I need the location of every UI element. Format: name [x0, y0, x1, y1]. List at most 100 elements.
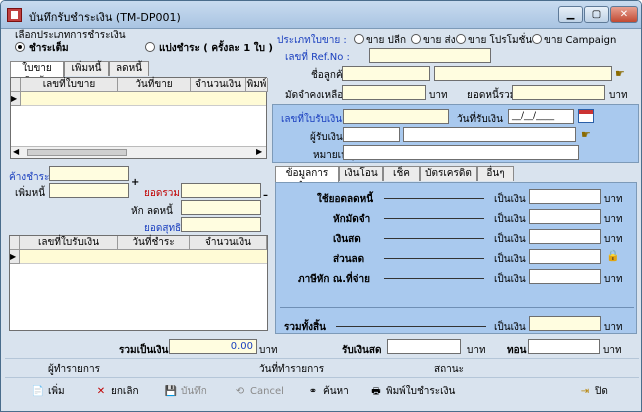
total-debt-input[interactable] [512, 85, 605, 100]
outstanding-input[interactable] [49, 166, 129, 181]
total-debt-unit: บาท [609, 90, 628, 101]
deposit-deduct-amount-input[interactable] [529, 209, 601, 224]
cash-amount-input[interactable] [529, 229, 601, 244]
total-label: ยอดรวม [144, 188, 180, 199]
ref-no-input[interactable] [369, 48, 491, 63]
scroll-right-icon[interactable]: ▶ [256, 147, 263, 156]
close-window-button[interactable]: ✕ [610, 6, 638, 23]
binoculars-icon: ⚭ [308, 386, 318, 397]
maximize-button[interactable]: ▢ [584, 6, 609, 23]
scroll-left-icon[interactable]: ◀ [13, 147, 20, 156]
sale-type-wholesale-label: ขาย ส่ง [423, 35, 456, 46]
discount-as-label: เป็นเงิน [494, 254, 526, 265]
grid-header-amount: จำนวนเงิน [190, 236, 267, 250]
deduct-debt-input[interactable] [181, 200, 261, 215]
horizontal-scrollbar[interactable]: ◀ ▶ [11, 146, 266, 158]
deposit-input[interactable] [342, 85, 426, 100]
discount-amount-input[interactable] [529, 249, 601, 264]
scrollbar-thumb[interactable] [27, 149, 127, 156]
note-input[interactable] [343, 145, 579, 160]
tab-reduce-debt[interactable]: ลดหนี้ [109, 61, 149, 76]
grid-header [10, 236, 20, 250]
receipt-no-label: เลขที่ใบรับเงิน [281, 114, 343, 125]
exit-door-icon: ⇥ [580, 386, 590, 397]
credit-note-amount-input[interactable] [529, 189, 601, 204]
tab-credit-card[interactable]: บัตรเครดิต [420, 166, 477, 181]
full-payment-radio[interactable] [15, 42, 25, 52]
grid-header-sale-date: วันที่ขาย [118, 78, 191, 92]
minimize-button[interactable]: ▁ [558, 6, 583, 23]
add-debt-input[interactable] [49, 183, 129, 198]
total-debt-label: ยอดหนี้รวม [467, 90, 517, 101]
cancel-edit-button[interactable]: ⟲Cancel [233, 382, 284, 402]
sale-type-campaign-label: ขาย Campaign [544, 35, 617, 46]
row-pointer-icon: ▶ [11, 92, 21, 106]
sale-type-wholesale-radio[interactable] [411, 34, 421, 44]
sum-value[interactable]: 0.00 [169, 339, 257, 354]
sum-label: รวมเป็นเงิน [119, 345, 169, 356]
tab-transfer[interactable]: เงินโอน [339, 166, 383, 181]
grand-total-input[interactable] [529, 316, 601, 331]
ref-no-label: เลขที่ Ref.No : [285, 52, 350, 63]
net-input[interactable] [181, 217, 261, 232]
transaction-date-label: วันที่ทำรายการ [259, 364, 325, 375]
deposit-deduct-as-label: เป็นเงิน [494, 214, 526, 225]
cancel-button[interactable]: ✕ยกเลิก [94, 382, 139, 402]
divider [384, 218, 484, 219]
payment-info-panel: ใช้ยอดลดหนี้ เป็นเงิน บาท หักมัดจำ เป็นเ… [275, 182, 637, 334]
sales-invoice-grid[interactable]: เลขที่ใบขาย วันที่ขาย จำนวนเงิน พิมพ์ ▶ … [10, 77, 268, 159]
receiver-name-input[interactable] [403, 127, 576, 142]
divider [384, 278, 484, 279]
lock-icon[interactable]: 🔒 [606, 249, 620, 262]
grand-total-unit: บาท [604, 322, 623, 333]
tab-cheque[interactable]: เช็ค [383, 166, 420, 181]
receiver-code-input[interactable] [343, 127, 400, 142]
exit-button[interactable]: ⇥ปิด [578, 382, 608, 402]
tab-sales-invoice[interactable]: ใบขายสินค้า [10, 61, 64, 87]
save-button[interactable]: 💾บันทึก [164, 382, 207, 402]
print-receipt-button-label: พิมพ์ใบชำระเงิน [386, 386, 456, 397]
minus-sign: – [263, 190, 268, 201]
receipt-date-input[interactable]: __/__/____ [508, 109, 574, 124]
status-bar [5, 358, 639, 375]
divider [384, 258, 484, 259]
withholding-tax-amount-input[interactable] [529, 269, 601, 284]
note-label: หมายเหตุ [313, 150, 355, 161]
partial-payment-label: แบ่งชำระ ( ครั้งละ 1 ใบ ) [159, 43, 273, 54]
receipt-panel: เลขที่ใบรับเงิน วันที่รับเงิน __/__/____… [272, 104, 639, 163]
calendar-icon[interactable] [578, 109, 594, 123]
tab-other[interactable]: อื่นๆ [477, 166, 514, 181]
credit-note-as-label: เป็นเงิน [494, 194, 526, 205]
cash-unit: บาท [604, 234, 623, 245]
total-input[interactable] [181, 183, 261, 198]
change-input[interactable] [528, 339, 600, 354]
cash-received-input[interactable] [387, 339, 461, 354]
customer-name-input[interactable] [434, 66, 612, 81]
add-button[interactable]: 📄เพิ่ม [31, 382, 65, 402]
search-button[interactable]: ⚭ค้นหา [306, 382, 349, 402]
deposit-deduct-unit: บาท [604, 214, 623, 225]
table-row[interactable] [20, 250, 267, 264]
window-title: บันทึกรับชำระเงิน (TM-DP001) [29, 11, 181, 24]
table-row[interactable] [21, 92, 266, 106]
grid-header-pay-date: วันที่ชำระ [118, 236, 190, 250]
sale-type-retail-radio[interactable] [354, 34, 364, 44]
customer-search-icon[interactable]: ☛ [615, 67, 625, 80]
tab-payment-info[interactable]: ข้อมูลการชำระ [275, 166, 339, 192]
sale-type-campaign-radio[interactable] [532, 34, 542, 44]
plus-sign: + [131, 177, 140, 188]
discount-label: ส่วนลด [333, 254, 365, 265]
print-receipt-button[interactable]: 🖶พิมพ์ใบชำระเงิน [369, 382, 455, 402]
receipt-no-input[interactable] [343, 109, 449, 124]
receiver-search-icon[interactable]: ☛ [581, 128, 591, 141]
sale-type-promotion-radio[interactable] [456, 34, 466, 44]
customer-code-input[interactable] [342, 66, 430, 81]
grid-header-print: พิมพ์ [246, 78, 268, 92]
partial-payment-radio[interactable] [145, 42, 155, 52]
sum-unit: บาท [259, 345, 278, 356]
tab-add-debt[interactable]: เพิ่มหนี้ [64, 61, 109, 76]
add-debt-label: เพิ่มหนี้ [15, 188, 46, 199]
credit-note-usage-label: ใช้ยอดลดหนี้ [317, 194, 374, 205]
receipt-grid[interactable]: เลขที่ใบรับเงิน วันที่ชำระ จำนวนเงิน ▶ [9, 235, 268, 331]
